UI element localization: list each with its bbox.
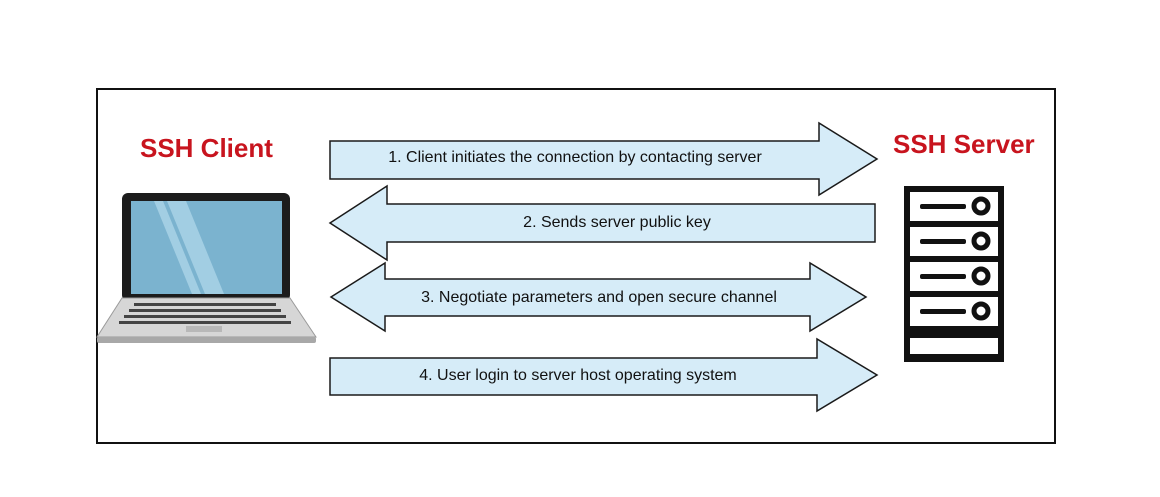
arrow-step-2 bbox=[328, 184, 876, 262]
step-1-label: 1. Client initiates the connection by co… bbox=[388, 149, 762, 166]
step-2-label: 2. Sends server public key bbox=[523, 214, 711, 231]
step-3-label: 3. Negotiate parameters and open secure … bbox=[421, 289, 777, 306]
server-rack-icon bbox=[904, 186, 1004, 362]
client-label: SSH Client bbox=[140, 133, 273, 163]
diagram-frame bbox=[96, 88, 1056, 444]
laptop-icon bbox=[96, 193, 317, 343]
arrow-step-4 bbox=[329, 337, 879, 413]
arrow-step-3 bbox=[329, 261, 868, 333]
step-4-label: 4. User login to server host operating s… bbox=[419, 367, 737, 384]
arrow-step-1 bbox=[329, 121, 879, 197]
server-label: SSH Server bbox=[893, 129, 1035, 159]
